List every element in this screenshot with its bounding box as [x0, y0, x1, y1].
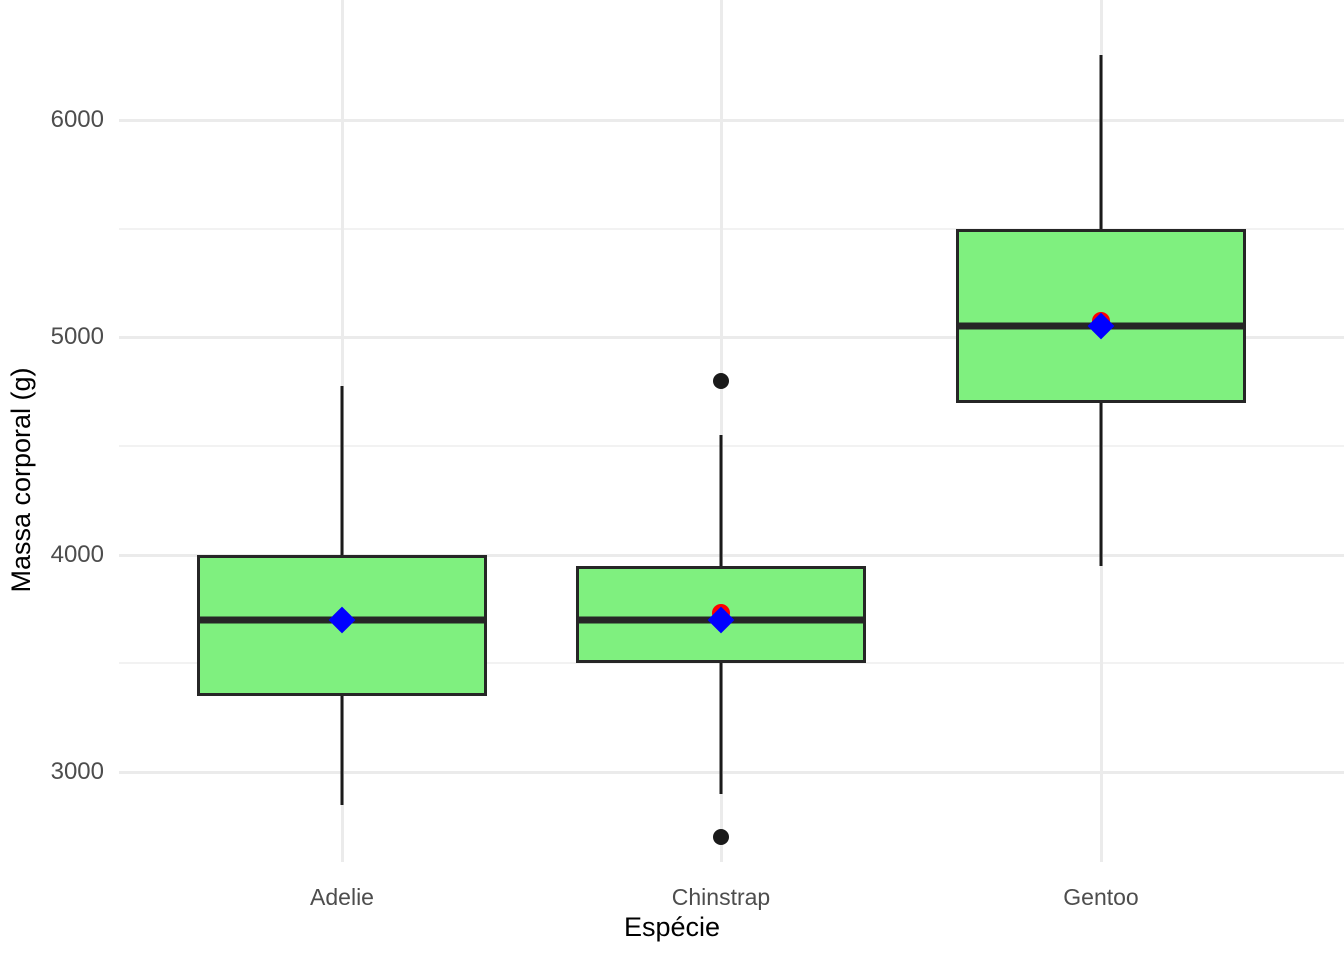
upper-whisker — [719, 435, 723, 566]
gridline-minor-horizontal — [119, 445, 1344, 447]
gridline-major-horizontal — [119, 553, 1344, 557]
boxplot-group-adelie — [119, 0, 1344, 862]
lower-whisker — [1099, 402, 1103, 566]
y-tick-label-3000: 3000 — [50, 758, 104, 785]
gridline-major-horizontal — [119, 119, 1344, 122]
gridline-major-vertical — [720, 0, 723, 862]
upper-whisker — [340, 386, 344, 555]
y-tick-label-6000: 6000 — [50, 106, 104, 133]
x-tick-label-chinstrap: Chinstrap — [671, 884, 771, 910]
x-tick-label-gentoo: Gentoo — [1063, 884, 1139, 910]
x-axis-title: Espécie — [623, 912, 721, 942]
y-axis-title: Massa corporal (g) — [5, 367, 36, 593]
lower-whisker — [340, 695, 344, 805]
gridline-major-horizontal — [119, 336, 1344, 340]
x-tick-label-adelie: Adelie — [310, 884, 374, 910]
gridline-minor-horizontal — [119, 227, 1344, 230]
lower-whisker — [719, 663, 723, 794]
gridline-major-horizontal — [119, 771, 1344, 774]
gridline-minor-horizontal — [119, 662, 1344, 665]
boxplot-group-gentoo — [119, 0, 1344, 862]
outlier-point — [713, 829, 729, 846]
upper-whisker — [1099, 54, 1103, 229]
y-tick-label-5000: 5000 — [50, 323, 104, 351]
boxplot-group-chinstrap — [119, 0, 1344, 862]
plot-panel — [119, 0, 1344, 862]
y-tick-label-4000: 4000 — [50, 540, 104, 568]
outlier-point — [713, 372, 729, 389]
